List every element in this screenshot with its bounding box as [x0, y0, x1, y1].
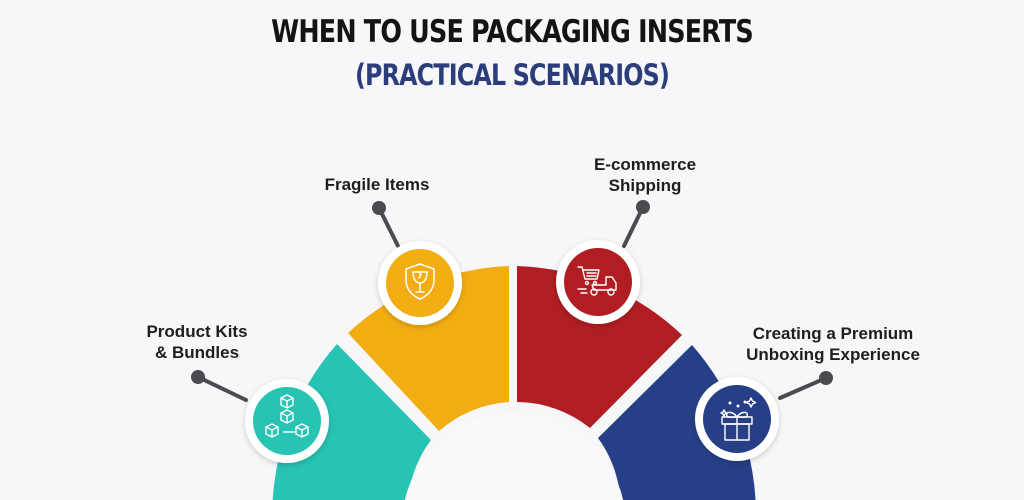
segment-product-kits: [272, 344, 431, 500]
diagram-title: WHEN TO USE PACKAGING INSERTS: [271, 14, 754, 50]
badge-product-kits: [245, 379, 329, 463]
gift-box-sparkles-icon: [720, 397, 757, 441]
label-premium-unboxing: Creating a Premium Unboxing Experience: [746, 324, 920, 364]
connector-dot: [191, 370, 205, 384]
badge-premium-unboxing: [695, 377, 779, 461]
connectors: [196, 205, 828, 402]
label-fragile-items: Fragile Items: [324, 175, 430, 194]
connector-dot: [819, 371, 833, 385]
center-circle: [404, 413, 624, 500]
fragile-glass-shield-icon: [405, 263, 435, 300]
cart-delivery-truck-icon: [577, 266, 617, 296]
connector-dot: [636, 200, 650, 214]
diagram-subtitle: (PRACTICAL SCENARIOS): [354, 58, 670, 92]
connector-dot: [372, 201, 386, 215]
label-product-kits: Product Kits & Bundles: [146, 322, 248, 362]
label-ecommerce-shipping: E-commerce Shipping: [593, 155, 697, 195]
badge-ecommerce-shipping: [556, 240, 640, 324]
connected-boxes-icon: [265, 394, 309, 438]
badge-fragile-items: [378, 241, 462, 325]
segment-ecommerce-shipping: [517, 266, 682, 428]
